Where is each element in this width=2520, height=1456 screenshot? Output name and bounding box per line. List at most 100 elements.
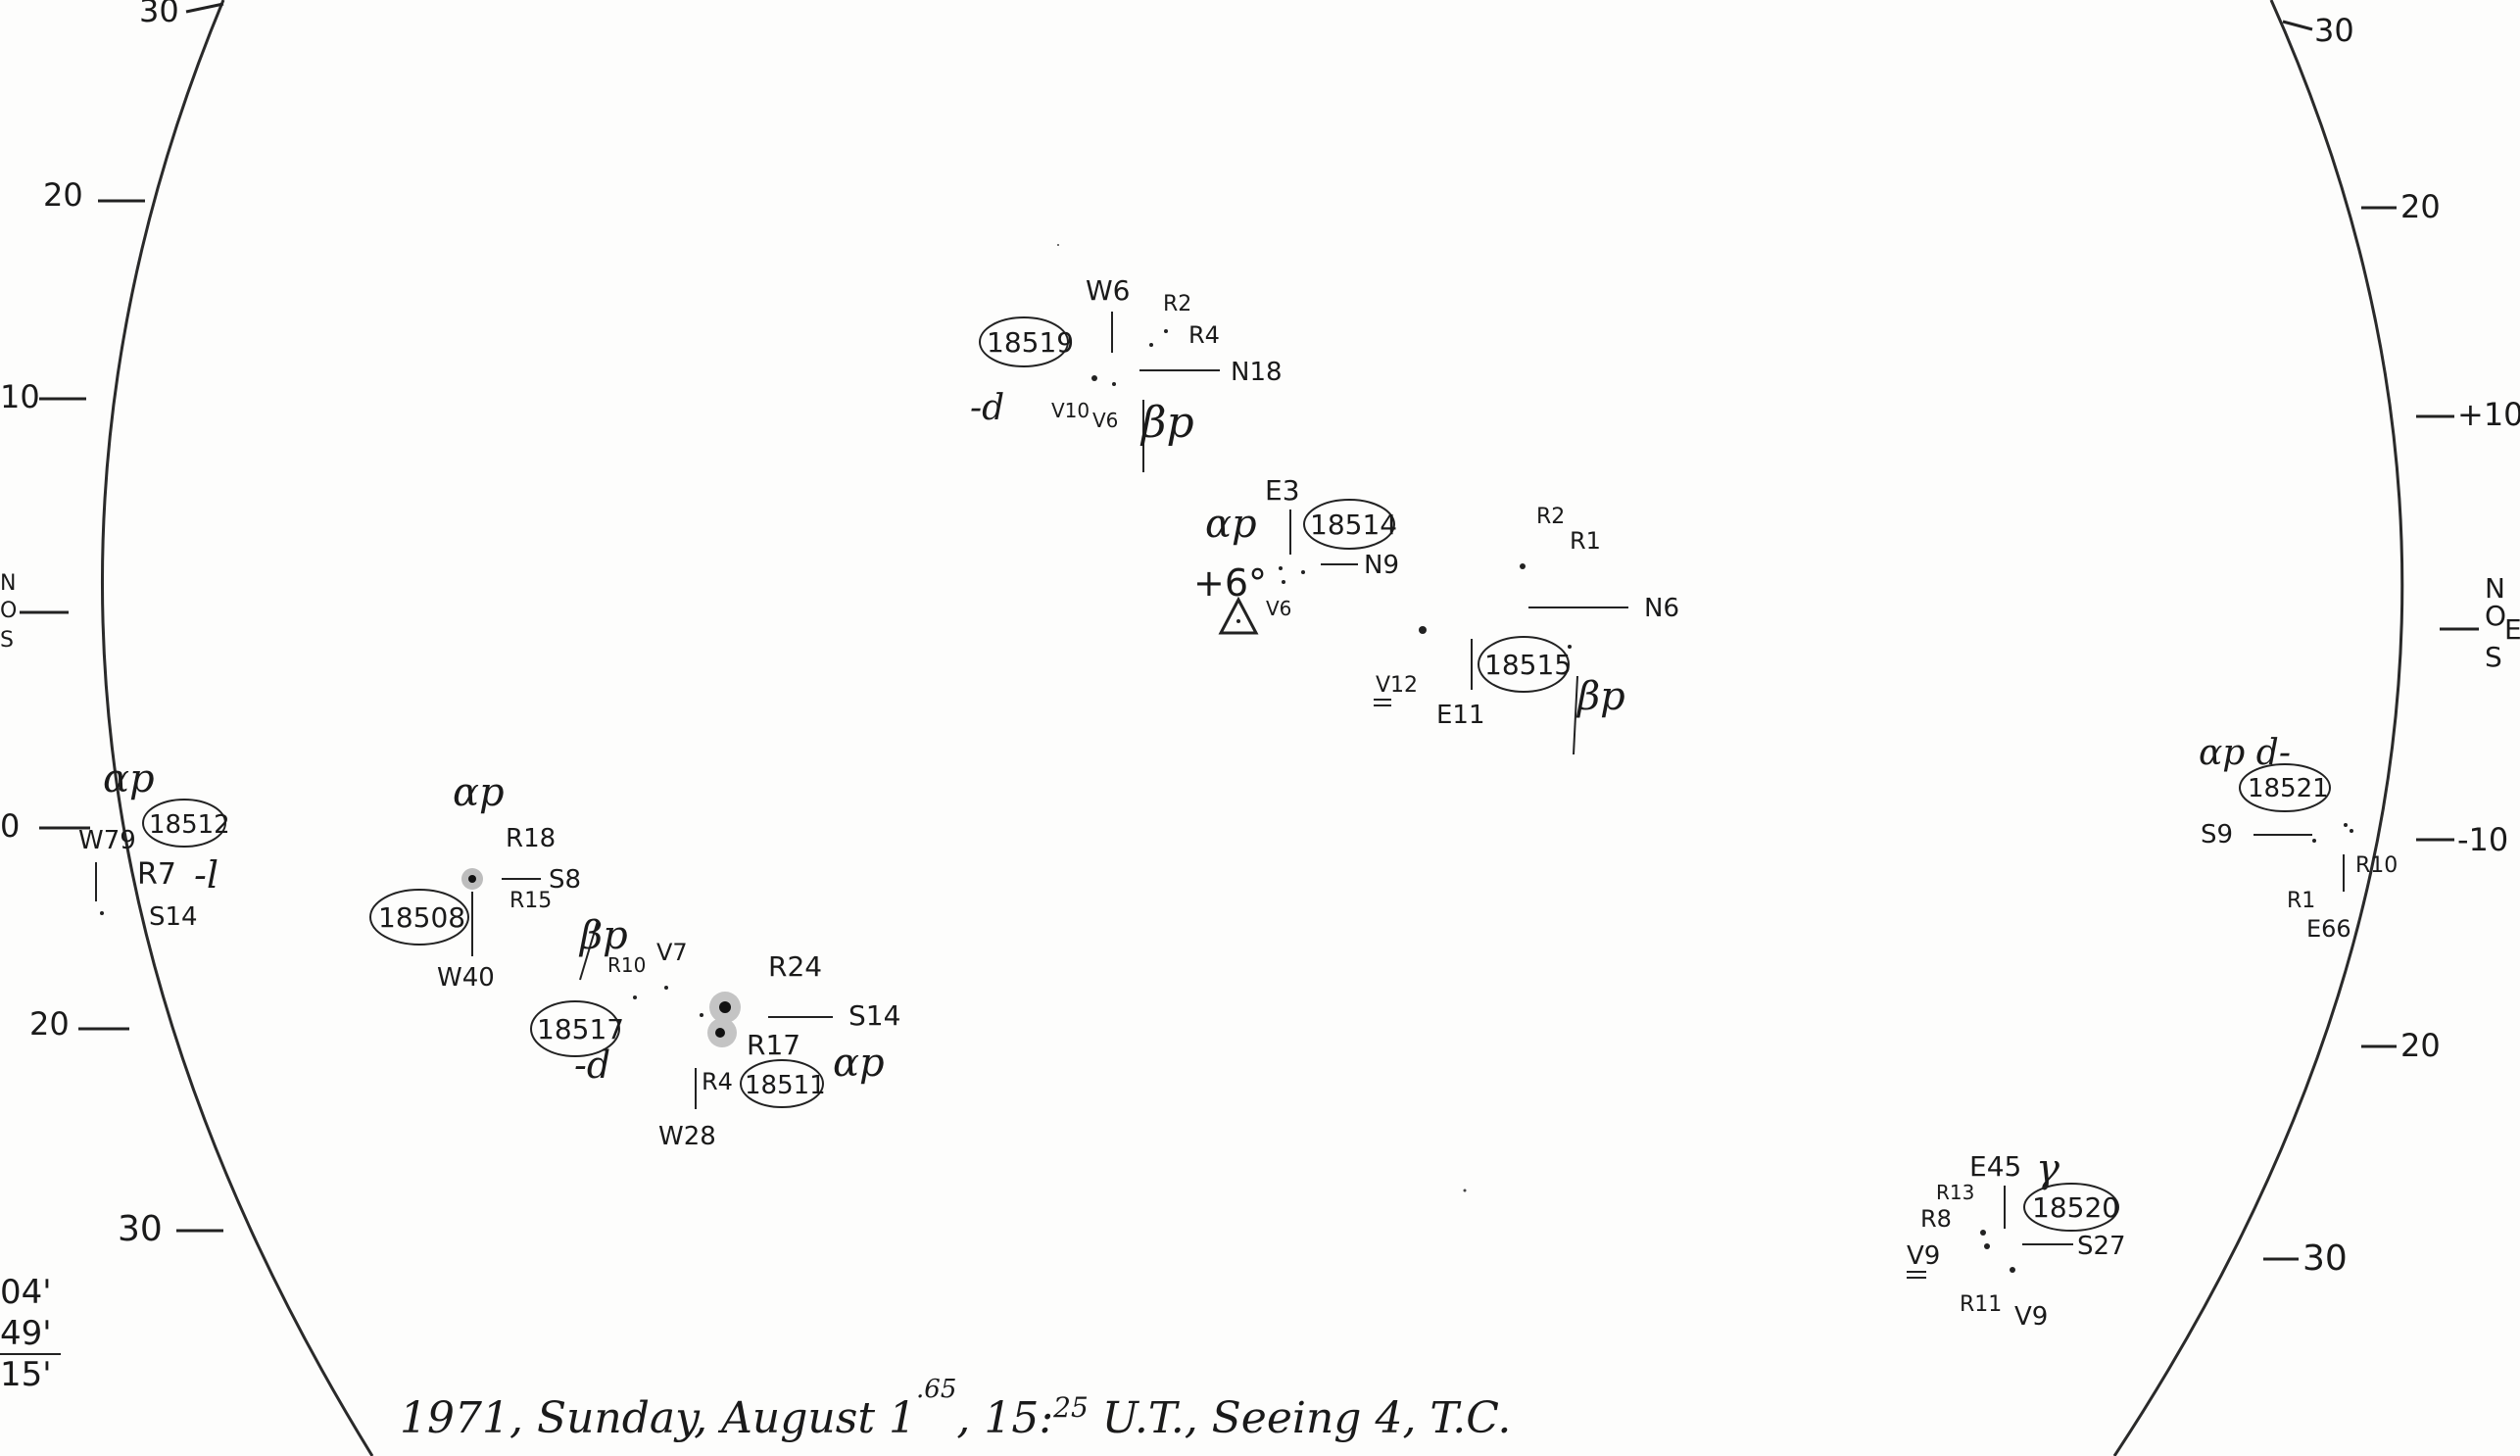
caption-date: 1971, Sunday, August 1 xyxy=(400,1393,916,1443)
caption-text: 1971, Sunday, August 1.65, 15:25 U.T., S… xyxy=(400,1375,1511,1443)
left-tick-n: N xyxy=(0,571,16,596)
group-mark: -l xyxy=(194,853,218,897)
sunspot-umbra xyxy=(715,1028,725,1038)
caption-time: , 15: xyxy=(956,1393,1053,1443)
left-tick-o: O xyxy=(0,599,17,623)
spot-label-v12: V12 xyxy=(1376,673,1418,698)
right-latitude-scale xyxy=(2263,20,2479,1261)
magnetic-class: αp xyxy=(833,1041,885,1086)
spot-label-r8: R8 xyxy=(1920,1205,1952,1233)
left-tick-30-bottom: 30 xyxy=(118,1209,163,1249)
spot-label-v10: V10 xyxy=(1051,399,1090,422)
spot-label-r4: R4 xyxy=(702,1068,733,1095)
spot-label-r24: R24 xyxy=(768,950,822,983)
spot-label-n6: N6 xyxy=(1644,594,1679,623)
sunspot-group-18515: R2 R1 N6 V12 18515 E11 βp xyxy=(1374,505,1679,755)
group-position: E11 xyxy=(1436,701,1485,730)
spot-label-v6: V6 xyxy=(1266,597,1291,620)
magnetic-class: αp xyxy=(103,756,155,801)
magnetic-class: βp xyxy=(578,913,628,958)
group-number-oval xyxy=(740,1059,824,1108)
spot-label-r17: R17 xyxy=(747,1029,800,1061)
spot-label-r15: R15 xyxy=(509,889,552,913)
group-number-oval xyxy=(142,799,226,848)
left-tick-0: 0 xyxy=(0,807,20,845)
magnetic-class: αp d- xyxy=(2199,733,2291,773)
observation-caption: 1971, Sunday, August 1.65, 15:25 U.T., S… xyxy=(400,1375,1511,1443)
spot-label-r10: R10 xyxy=(2355,853,2398,878)
left-tick-20-bottom: 20 xyxy=(29,1005,70,1043)
group-position: W28 xyxy=(658,1122,716,1151)
spot-label-r18: R18 xyxy=(506,824,556,853)
group-position: E45 xyxy=(1969,1150,2021,1183)
spot-label-r10: R10 xyxy=(607,953,646,977)
spot-label-r2: R2 xyxy=(1536,505,1565,529)
spot-label-v9-bottom: V9 xyxy=(2014,1302,2048,1332)
sunspot-group-18508: αp R18 S8 R15 18508 W40 xyxy=(369,770,581,993)
spot-label-n18: N18 xyxy=(1231,358,1283,387)
radius-value-2: 49' xyxy=(0,1314,52,1353)
spot-label-s9: S9 xyxy=(2201,820,2233,849)
group-number: 18512 xyxy=(149,810,230,840)
group-number: 18517 xyxy=(537,1013,624,1045)
spot-label-s8: S8 xyxy=(549,865,581,895)
sunspot-group-18511: R24 S14 R17 R4 18511 αp W28 xyxy=(658,950,900,1151)
left-latitude-scale xyxy=(20,2,224,1233)
group-number: 18511 xyxy=(745,1071,826,1100)
right-tick-10-bottom: -10 xyxy=(2457,821,2508,858)
right-tick-20-top: 20 xyxy=(2400,188,2441,225)
group-number: 18519 xyxy=(987,326,1074,359)
group-mark: -d xyxy=(574,1043,610,1087)
radius-readings: 04' 49' 15' xyxy=(0,1273,61,1394)
right-tick-s: S xyxy=(2485,641,2502,673)
group-number: 18521 xyxy=(2248,774,2329,803)
left-scale-labels: 30 20 10 N O S 0 20 30 xyxy=(0,0,179,1249)
magnetic-class: βp xyxy=(1575,674,1625,719)
radius-value-1: 04' xyxy=(0,1273,52,1312)
spot-label-r2: R2 xyxy=(1163,292,1191,316)
group-number: 18515 xyxy=(1484,649,1572,681)
left-tick-10-top: 10 xyxy=(0,378,40,415)
group-number-oval xyxy=(1303,499,1395,550)
group-mark: +6° xyxy=(1193,561,1267,605)
spot-label-r1: R1 xyxy=(2287,889,2315,913)
right-scale-labels: 30 20 +10 N O E S -10 20 30 xyxy=(2302,12,2520,1279)
spot-label-r7: R7 xyxy=(137,857,176,892)
spot-label-v7: V7 xyxy=(656,939,688,966)
right-tick-30-bottom: 30 xyxy=(2302,1238,2348,1279)
group-position: W79 xyxy=(78,826,136,855)
spot-label-r11: R11 xyxy=(1960,1292,2002,1317)
sunspot-group-18517: βp R10 V7 18517 -d xyxy=(530,913,688,1087)
sunspot-group-18520: γ E45 18520 R13 R8 S27 V9 R11 V9 xyxy=(1907,1146,2126,1332)
spot-label-r13: R13 xyxy=(1936,1181,1974,1204)
radius-value-3: 15' xyxy=(0,1355,52,1394)
group-number-oval xyxy=(530,1000,620,1057)
sunspot-group-18521: αp d- 18521 S9 R1 R10 E66 xyxy=(2199,733,2398,943)
group-position: E3 xyxy=(1265,474,1300,507)
spot-label-r1: R1 xyxy=(1570,527,1601,555)
spot-label-s14: S14 xyxy=(848,999,900,1032)
right-tick-20-bottom: 20 xyxy=(2400,1027,2441,1064)
magnetic-class: αp xyxy=(453,770,505,815)
right-tick-n: N xyxy=(2485,572,2505,605)
group-mark: -d xyxy=(970,388,1004,428)
sunspot-group-18512: αp 18512 W79 R7 -l S14 xyxy=(78,756,230,932)
group-number-oval xyxy=(2023,1183,2119,1232)
sunspot-group-18514: E3 18514 αp +6° N9 V6 xyxy=(1193,474,1399,635)
spot-label-v9-left: V9 xyxy=(1907,1241,1940,1271)
group-number-oval xyxy=(1478,636,1570,693)
spot-label-n9: N9 xyxy=(1364,551,1399,580)
left-tick-s: S xyxy=(0,628,14,653)
solar-limb-left xyxy=(101,0,374,1456)
left-tick-20-top: 20 xyxy=(43,176,83,214)
right-tick-10-top: +10 xyxy=(2457,396,2520,433)
group-number: 18520 xyxy=(2032,1191,2119,1224)
group-position: E66 xyxy=(2306,915,2351,943)
solar-limb-right xyxy=(2112,0,2404,1456)
magnetic-class: βp xyxy=(1139,398,1194,448)
sunspot-umbra xyxy=(468,875,476,883)
stray-marks xyxy=(1057,244,1467,1192)
caption-minutes: 25 xyxy=(1052,1391,1089,1424)
caption-fraction: .65 xyxy=(916,1375,956,1404)
